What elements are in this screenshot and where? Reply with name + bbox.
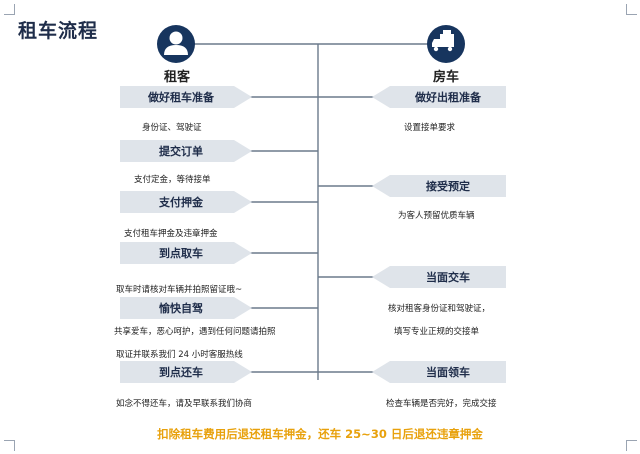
rv-step-2-note: 为客人预留优质车辆 <box>398 211 475 221</box>
rv-step-3-note-2: 填写专业正规的交接单 <box>394 327 480 337</box>
rv-step-1: 做好出租准备 <box>372 86 506 108</box>
tenant-step-4-label: 到点取车 <box>159 246 203 260</box>
rv-step-4: 当面领车 <box>372 361 506 383</box>
tenant-step-1-label: 做好租车准备 <box>147 90 215 104</box>
tenant-step-3: 支付押金 <box>120 191 252 213</box>
rv-steps: 做好出租准备 接受预定 当面交车 当面领车 <box>372 86 506 383</box>
tenant-step-1: 做好租车准备 <box>120 86 252 108</box>
tenant-node <box>157 25 195 63</box>
tenant-step-4-note: 取车时请核对车辆并拍照留证哦~ <box>116 285 243 295</box>
tenant-step-1-note: 身份证、驾驶证 <box>142 123 202 133</box>
tenant-label: 租客 <box>164 70 191 85</box>
connector-lines <box>190 43 446 380</box>
rv-step-3-label: 当面交车 <box>426 270 470 284</box>
tenant-step-6-label: 到点还车 <box>159 365 203 379</box>
tenant-step-5-label: 愉快自驾 <box>159 301 203 315</box>
corner-mark-bottom-left <box>4 440 15 451</box>
rv-step-1-label: 做好出租准备 <box>414 90 482 104</box>
footer-note: 扣除租车费用后退还租车押金，还车 25~30 日后退还违章押金 <box>157 427 483 441</box>
rv-step-3: 当面交车 <box>372 266 506 288</box>
corner-mark-bottom-right <box>626 440 637 451</box>
tenant-step-4: 到点取车 <box>120 242 252 264</box>
tenant-step-2: 提交订单 <box>120 140 252 162</box>
tenant-steps: 做好租车准备 提交订单 支付押金 到点取车 愉快自驾 到点还车 <box>120 86 252 383</box>
truck-icon <box>432 30 454 52</box>
rv-step-2: 接受预定 <box>372 175 506 197</box>
corner-mark-top-left <box>4 4 15 15</box>
tenant-step-5: 愉快自驾 <box>120 297 252 319</box>
tenant-step-3-note: 支付租车押金及违章押金 <box>124 229 218 239</box>
tenant-step-2-label: 提交订单 <box>159 144 203 158</box>
tenant-step-5-note: 共享爱车，恶心呵护，遇到任何问题请拍照 <box>114 327 276 337</box>
tenant-step-3-label: 支付押金 <box>158 195 204 209</box>
rv-step-1-note: 设置接单要求 <box>404 123 456 133</box>
rv-step-4-note: 检查车辆是否完好，完成交接 <box>386 399 497 409</box>
rv-step-2-label: 接受预定 <box>426 179 470 193</box>
rv-step-3-note: 核对租客身份证和驾驶证， <box>388 304 491 314</box>
tenant-step-2-note: 支付定金，等待接单 <box>134 175 211 185</box>
rv-label: 房车 <box>433 70 460 85</box>
tenant-step-6: 到点还车 <box>120 361 252 383</box>
rv-node <box>427 25 465 63</box>
tenant-step-5-note-2: 取证并联系我们 24 小时客服热线 <box>116 350 243 360</box>
user-icon <box>164 31 188 55</box>
corner-mark-top-right <box>626 4 637 15</box>
rv-step-4-label: 当面领车 <box>426 365 470 379</box>
page-title: 租车流程 <box>18 20 99 42</box>
tenant-step-6-note: 如念不得还车，请及早联系我们协商 <box>116 399 253 409</box>
